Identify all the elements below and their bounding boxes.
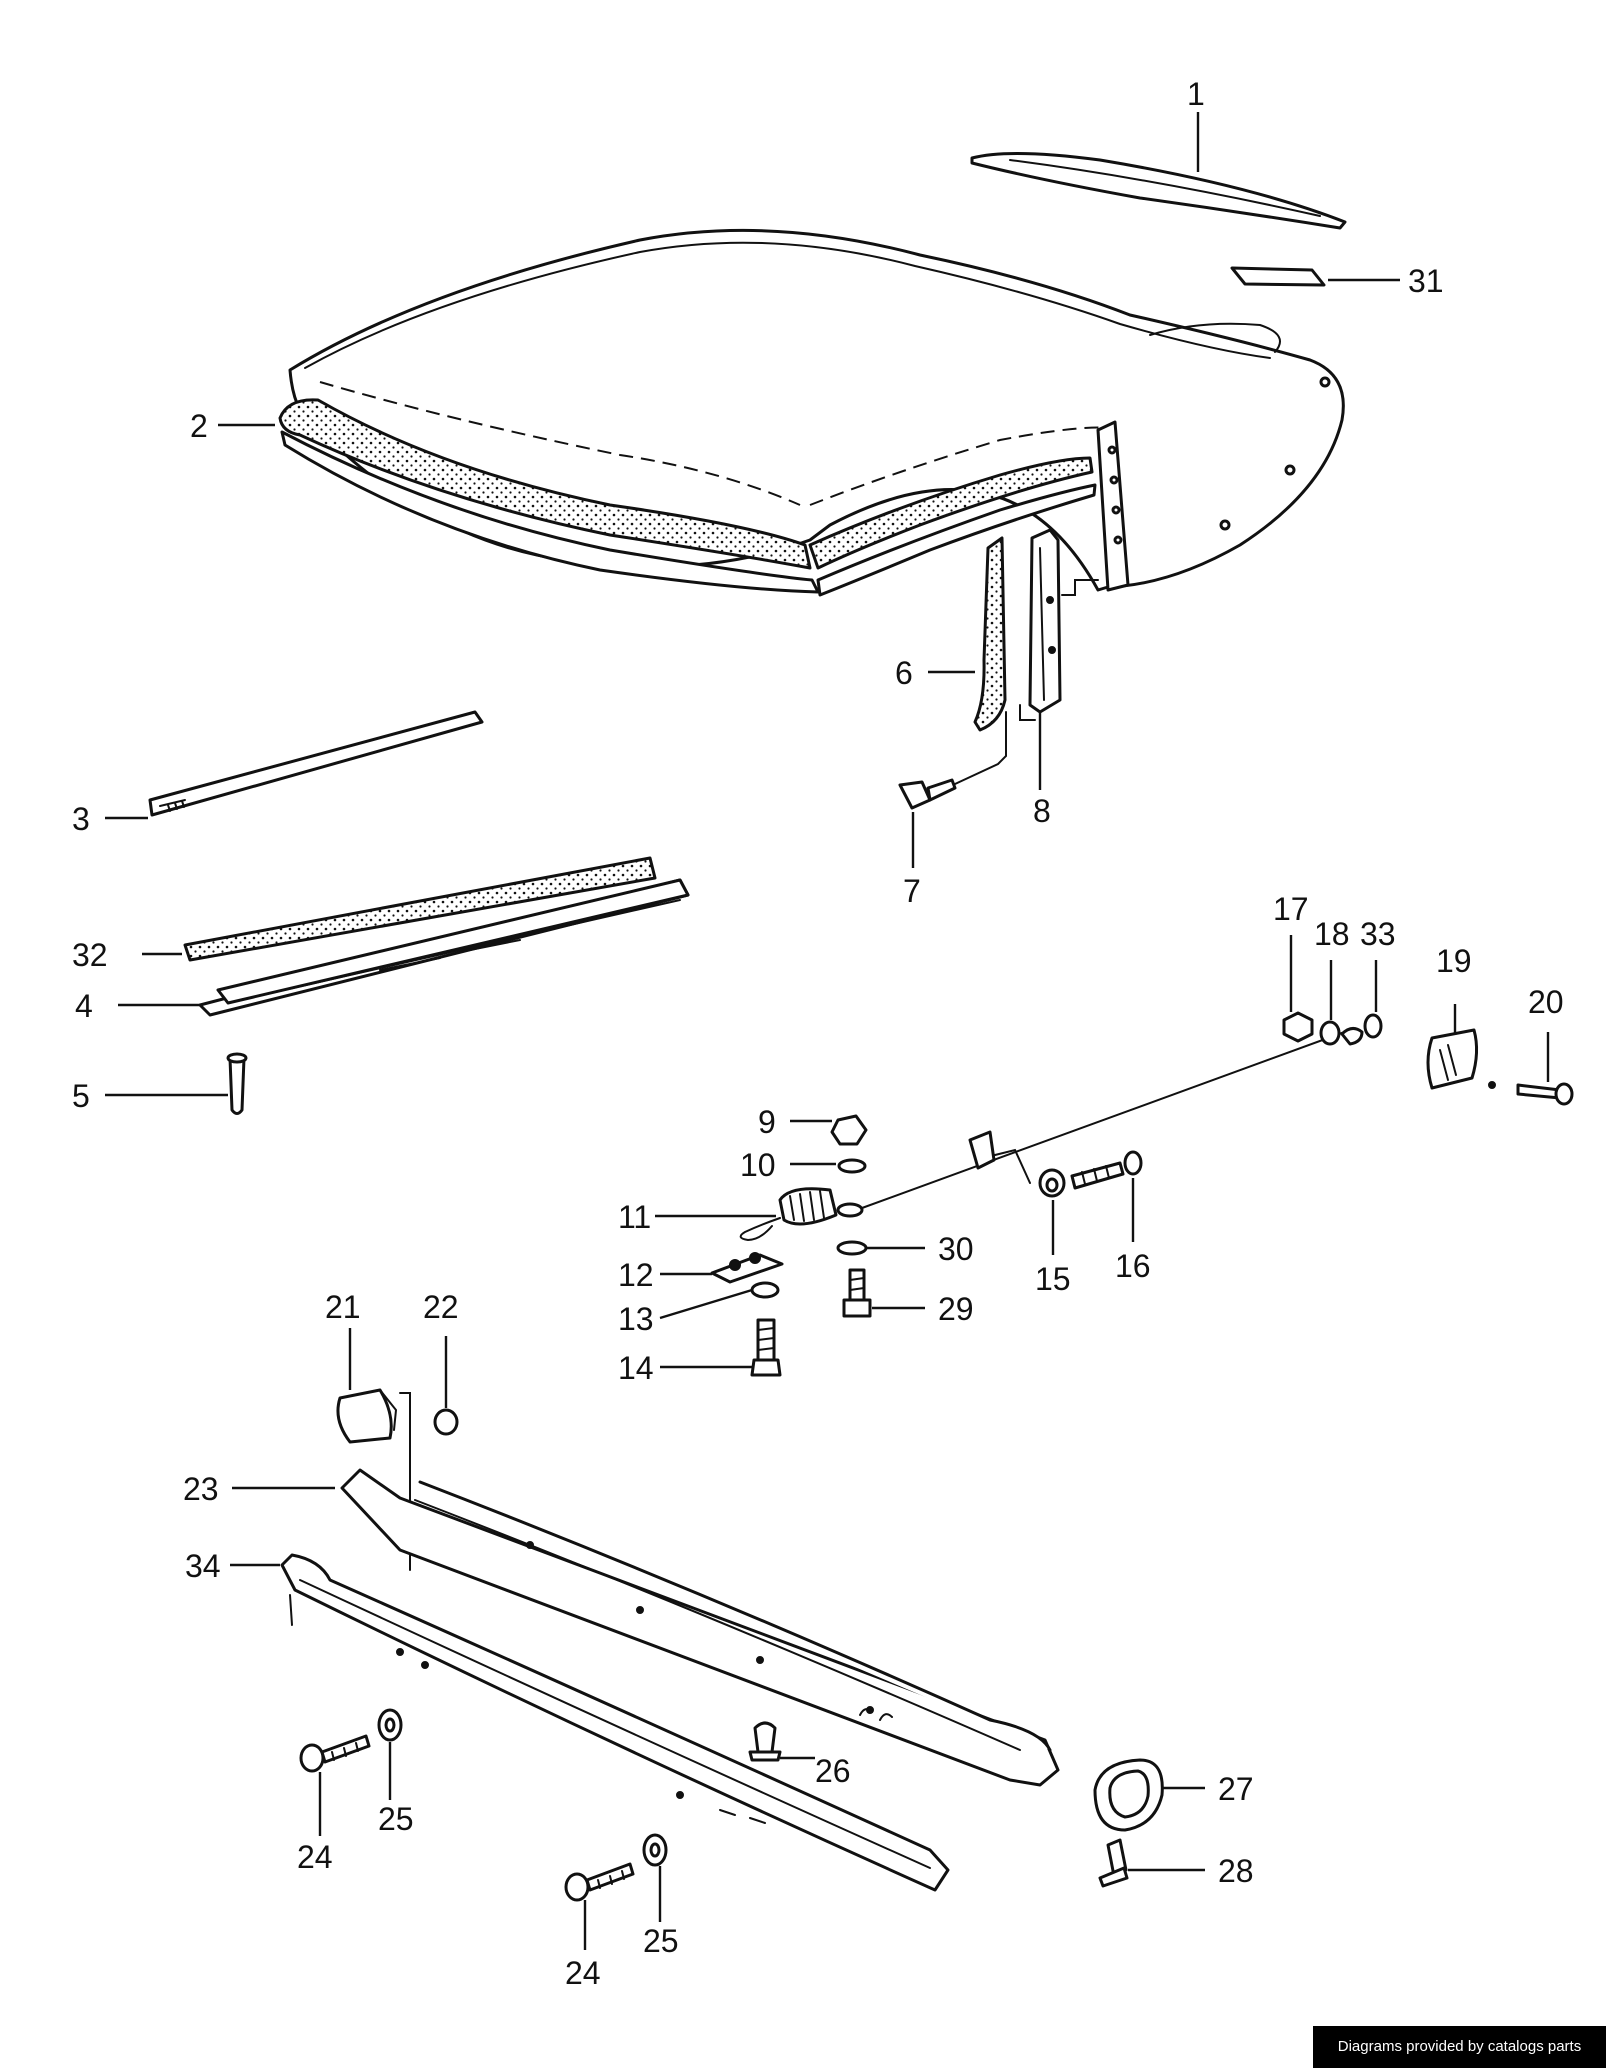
callout-21: 21	[325, 1289, 361, 1325]
attribution-badge: Diagrams provided by catalogs parts	[1313, 2026, 1606, 2068]
callout-2: 2	[190, 408, 208, 444]
callout-12: 12	[618, 1257, 654, 1293]
grommet-screw-15-16	[1038, 1150, 1143, 1198]
front-seal	[278, 398, 1097, 597]
callout-23: 23	[183, 1471, 219, 1507]
rear-window-strip	[970, 151, 1347, 230]
rivet	[226, 1052, 248, 1115]
callout-7: 7	[903, 873, 921, 909]
clip-nut-26	[748, 1721, 782, 1762]
callout-31: 33	[1360, 916, 1396, 952]
callout-labels: 1 2 3 4 5 6 7 8 9 10 11 12 13 14 15 16 1…	[72, 76, 1564, 1991]
foam-strip	[183, 856, 657, 962]
roof-rail	[198, 878, 690, 1017]
callout-13: 13	[618, 1301, 654, 1337]
callout-20: 20	[1528, 984, 1564, 1020]
callout-6: 6	[895, 655, 913, 691]
callout-22: 22	[423, 1289, 459, 1325]
callout-29: 29	[938, 1291, 974, 1327]
callout-26: 26	[815, 1753, 851, 1789]
callout-33: 31	[1408, 263, 1444, 299]
callout-8: 8	[1033, 793, 1051, 829]
leader-lines	[105, 112, 1550, 1950]
screw-washer-24-25-lower	[564, 1833, 668, 1902]
screw-washer-24-25-upper	[299, 1708, 403, 1773]
callout-19: 19	[1436, 943, 1472, 979]
release-cable	[836, 1027, 1364, 1218]
callout-24-upper: 24	[297, 1839, 333, 1875]
callout-17: 17	[1273, 891, 1309, 927]
plug-28	[1098, 1838, 1129, 1888]
lower-rail	[280, 1553, 950, 1892]
side-bracket	[1019, 528, 1099, 721]
callout-10: 10	[740, 1147, 776, 1183]
trim-strip	[148, 710, 484, 817]
callout-28: 28	[1218, 1853, 1254, 1889]
callout-14: 14	[618, 1350, 654, 1386]
guide-block-21	[336, 1388, 411, 1571]
bolt-7	[898, 711, 1007, 810]
callout-4: 4	[75, 988, 93, 1024]
callout-24-lower: 24	[565, 1955, 601, 1991]
roof-shell	[288, 228, 1345, 592]
callout-25-lower: 25	[643, 1923, 679, 1959]
label-plate	[1230, 266, 1326, 287]
callout-16: 16	[1115, 1248, 1151, 1284]
callout-15: 15	[1035, 1261, 1071, 1297]
callout-1: 1	[1187, 76, 1205, 112]
callout-34: 32	[72, 937, 108, 973]
callout-5: 5	[72, 1078, 90, 1114]
callout-11: 11	[618, 1199, 651, 1235]
rear-cross-rail	[340, 1468, 1060, 1787]
callout-9: 9	[758, 1104, 776, 1140]
grommet-22	[433, 1408, 459, 1436]
oval-cap-27	[1093, 1758, 1164, 1832]
callout-27: 27	[1218, 1771, 1254, 1807]
callout-32: 34	[185, 1548, 221, 1584]
side-seal-strip	[973, 536, 1007, 732]
callout-3: 3	[72, 801, 90, 837]
handle-hardware	[1282, 1011, 1574, 1106]
callout-30: 30	[938, 1231, 974, 1267]
callout-18: 18	[1314, 916, 1350, 952]
screw-washer-29-30	[836, 1240, 872, 1318]
callout-25-upper: 25	[378, 1801, 414, 1837]
